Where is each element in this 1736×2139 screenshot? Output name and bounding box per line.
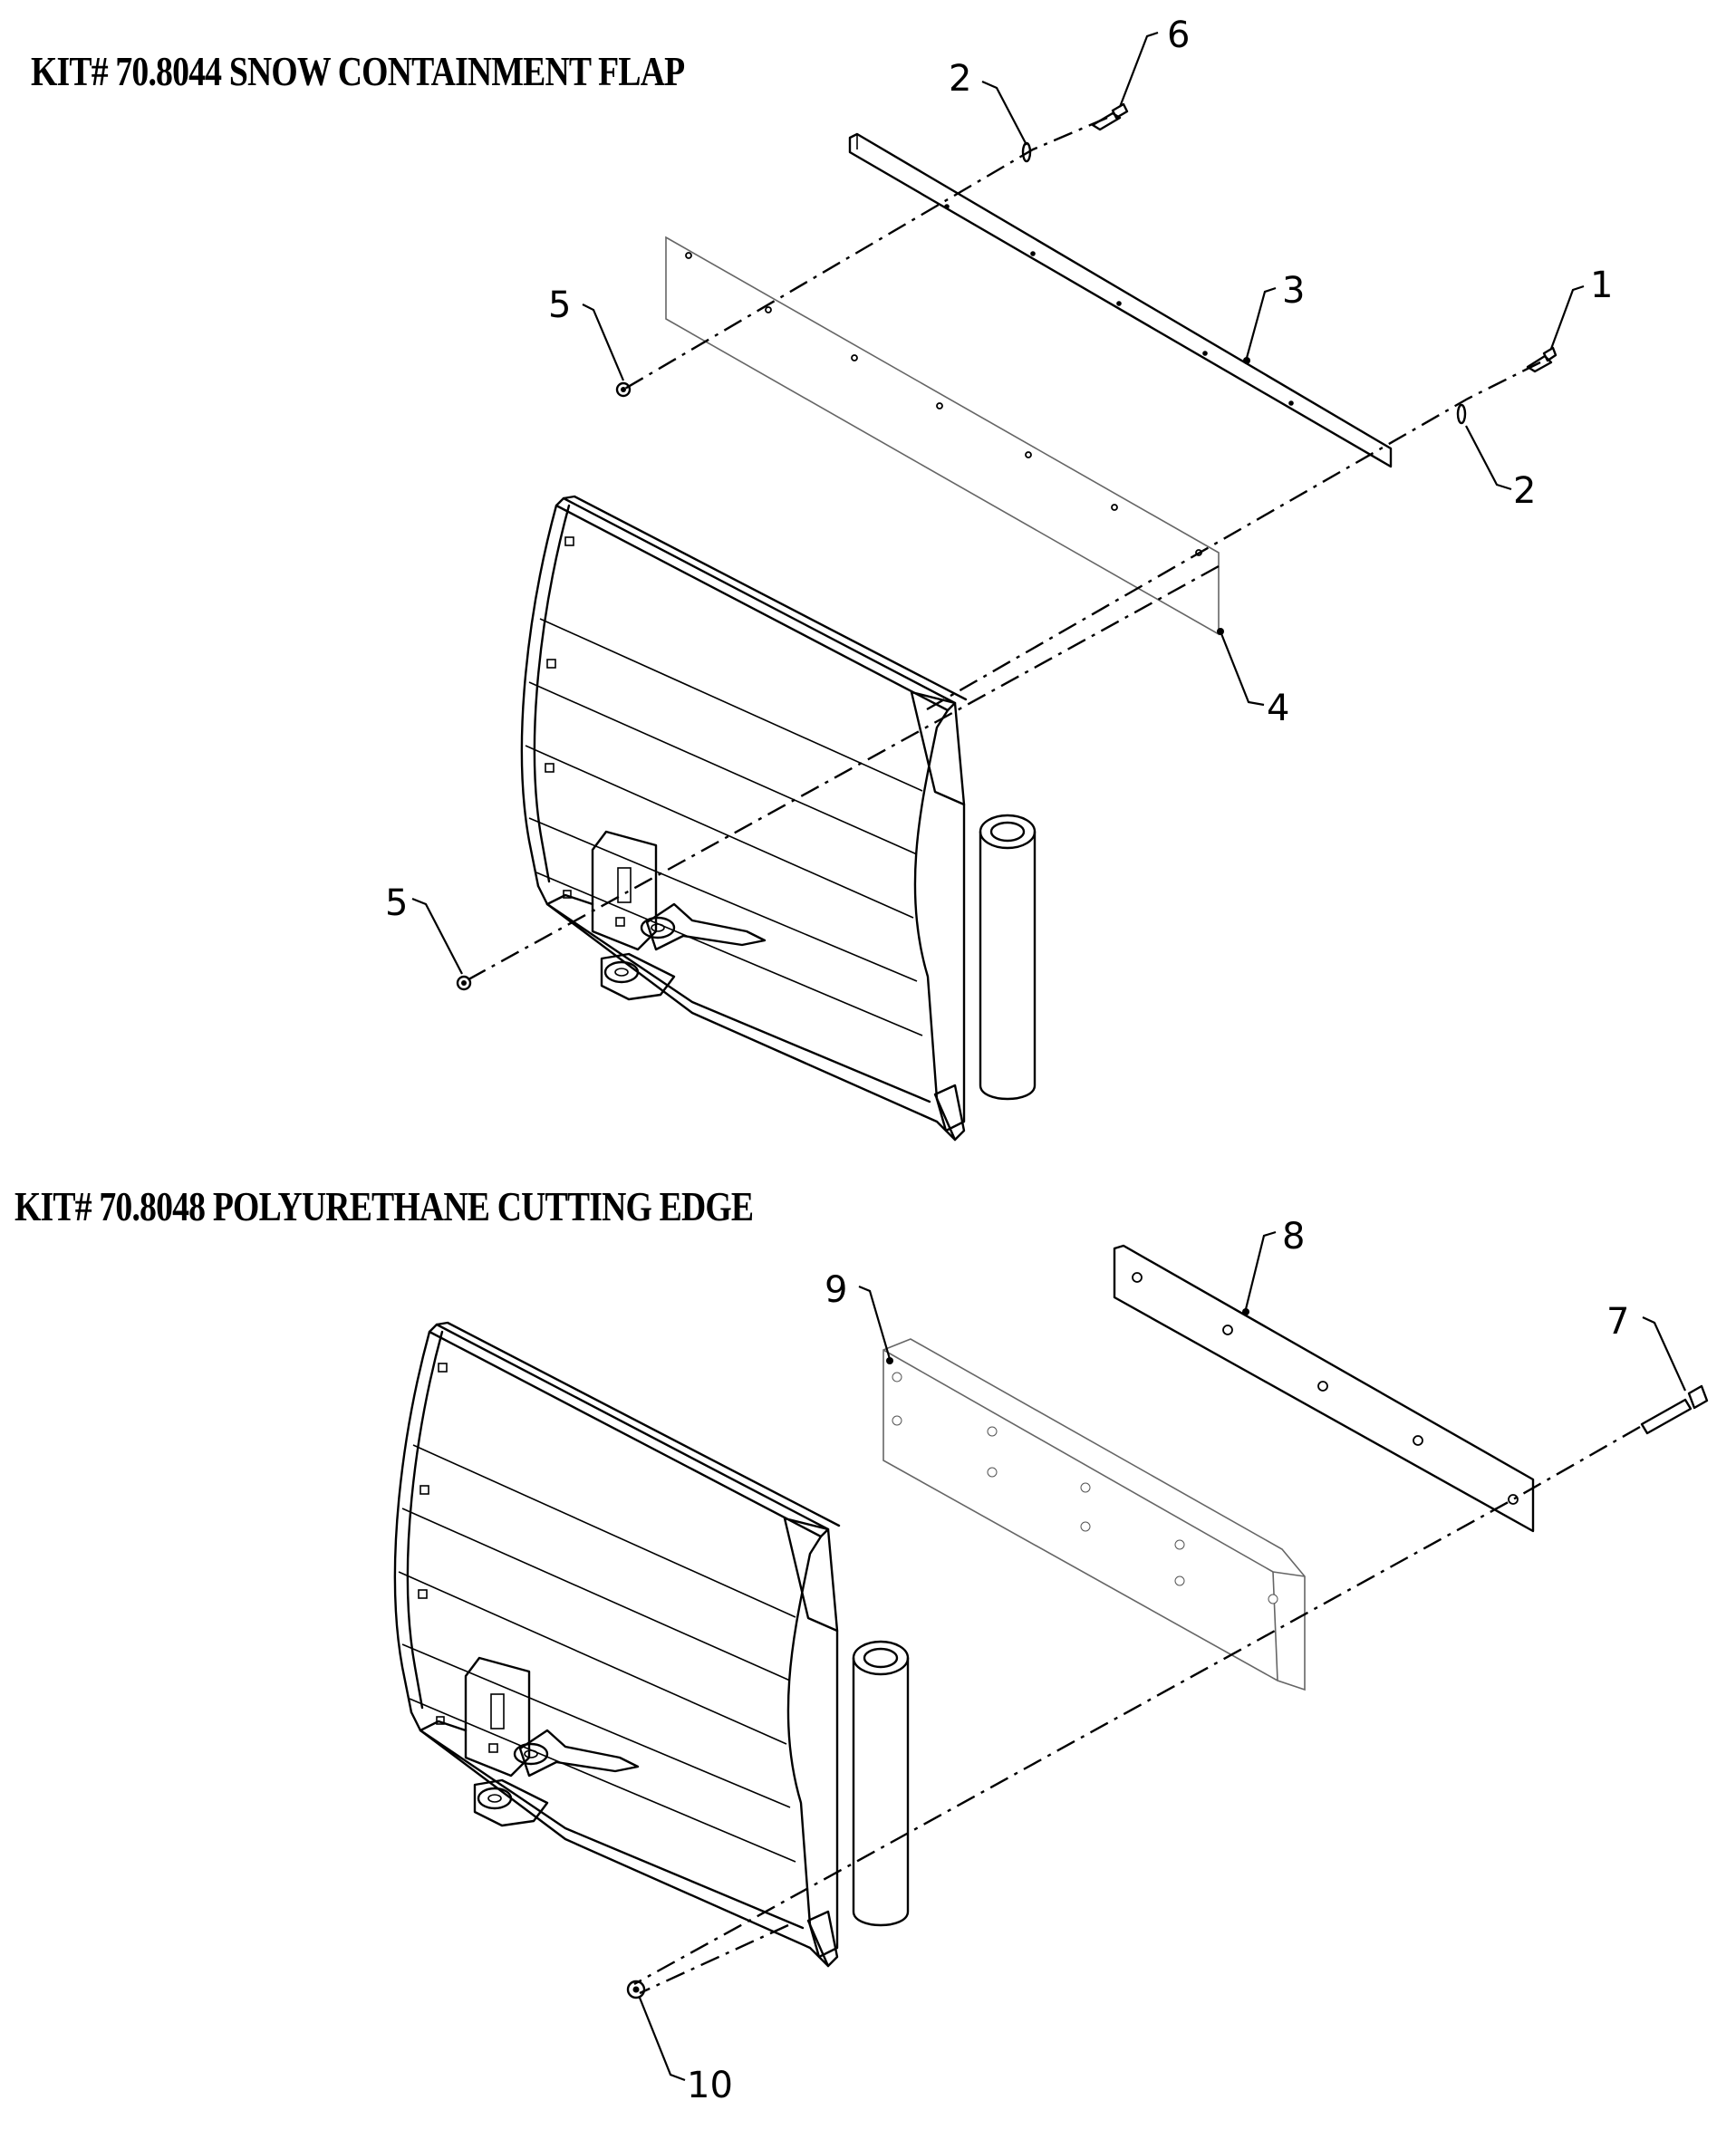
kit2-assembly: 8 9 7 10 bbox=[393, 1216, 1709, 2106]
assembly-line-left-top bbox=[622, 116, 1108, 391]
callout-6: 6 bbox=[1167, 14, 1190, 56]
leader-5a bbox=[582, 304, 625, 381]
kit-title-polyurethane-cutting-edge: KIT# 70.8048 POLYURETHANE CUTTING EDGE bbox=[14, 1183, 754, 1229]
flap-holes bbox=[685, 252, 1202, 556]
callout-9: 9 bbox=[825, 1269, 847, 1311]
kit1-assembly: 6 2 1 2 3 4 5 5 bbox=[385, 14, 1613, 1142]
leader-4 bbox=[1219, 631, 1265, 707]
callout-10: 10 bbox=[687, 2065, 733, 2106]
cutting-edge-bar-holes bbox=[1132, 1272, 1519, 1505]
bolt-part-1 bbox=[1526, 346, 1558, 373]
clamp-bar-holes bbox=[944, 204, 1294, 406]
nut-part-10 bbox=[626, 1980, 646, 1999]
bolt-part-7 bbox=[1640, 1384, 1709, 1435]
assembly-line-kit2-end bbox=[639, 1923, 789, 1995]
clamp-bar bbox=[848, 132, 1393, 468]
leader-8 bbox=[1244, 1230, 1277, 1310]
callout-2a: 2 bbox=[949, 58, 971, 100]
leader-7 bbox=[1642, 1316, 1687, 1392]
washer-part-2b bbox=[1456, 403, 1467, 425]
callout-5b: 5 bbox=[385, 882, 408, 924]
nut-part-5a bbox=[615, 381, 632, 398]
leader-1 bbox=[1549, 284, 1585, 350]
callout-2b: 2 bbox=[1513, 470, 1536, 512]
leader-5b bbox=[411, 897, 463, 975]
leader-6 bbox=[1118, 31, 1159, 108]
kit-title-snow-containment-flap: KIT# 70.8044 SNOW CONTAINMENT FLAP bbox=[31, 48, 685, 94]
leader-2b bbox=[1465, 425, 1512, 491]
rubber-flap bbox=[665, 236, 1220, 636]
callout-8: 8 bbox=[1282, 1216, 1305, 1257]
leader-10 bbox=[638, 1997, 686, 2082]
polyurethane-edge bbox=[882, 1338, 1306, 1691]
polyurethane-edge-holes bbox=[892, 1372, 1278, 1604]
leader-3 bbox=[1245, 286, 1277, 359]
moldboard-1 bbox=[520, 495, 1037, 1142]
bolt-part-6 bbox=[1091, 102, 1129, 131]
assembly-line-right-top bbox=[926, 361, 1541, 711]
callout-4: 4 bbox=[1267, 688, 1289, 729]
callout-7: 7 bbox=[1606, 1301, 1629, 1343]
callout-5a: 5 bbox=[548, 284, 571, 326]
nut-part-5b bbox=[456, 975, 472, 991]
assembly-line-kit2 bbox=[633, 1425, 1641, 1986]
leader-9 bbox=[858, 1285, 892, 1360]
moldboard-2 bbox=[393, 1321, 910, 1968]
cutting-edge-bar bbox=[1113, 1244, 1535, 1533]
callout-1: 1 bbox=[1590, 265, 1613, 306]
leader-2a bbox=[981, 80, 1027, 146]
assembly-line-left-bottom bbox=[461, 564, 1220, 985]
callout-3: 3 bbox=[1282, 270, 1305, 312]
